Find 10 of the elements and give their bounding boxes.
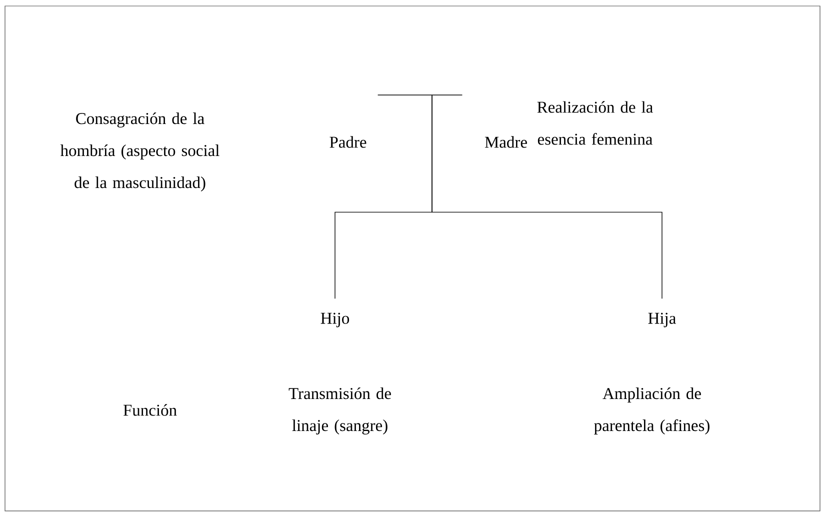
text-label: Transmisión de linaje (sangre) [288,387,391,434]
text-label: Realización de la esencia femenina [537,101,653,145]
text-label: Consagración de la hombría (aspecto social de la masculinidad) [60,112,220,192]
text-label: Ampliación de parentela (afines) [594,388,710,434]
kin-label: Hija [648,312,676,328]
text-label: Madre [484,136,527,148]
text-label: Padre [330,136,366,148]
family-line [432,94,662,299]
kin-label: Hijo [320,312,350,328]
text-label: Función [123,404,177,416]
